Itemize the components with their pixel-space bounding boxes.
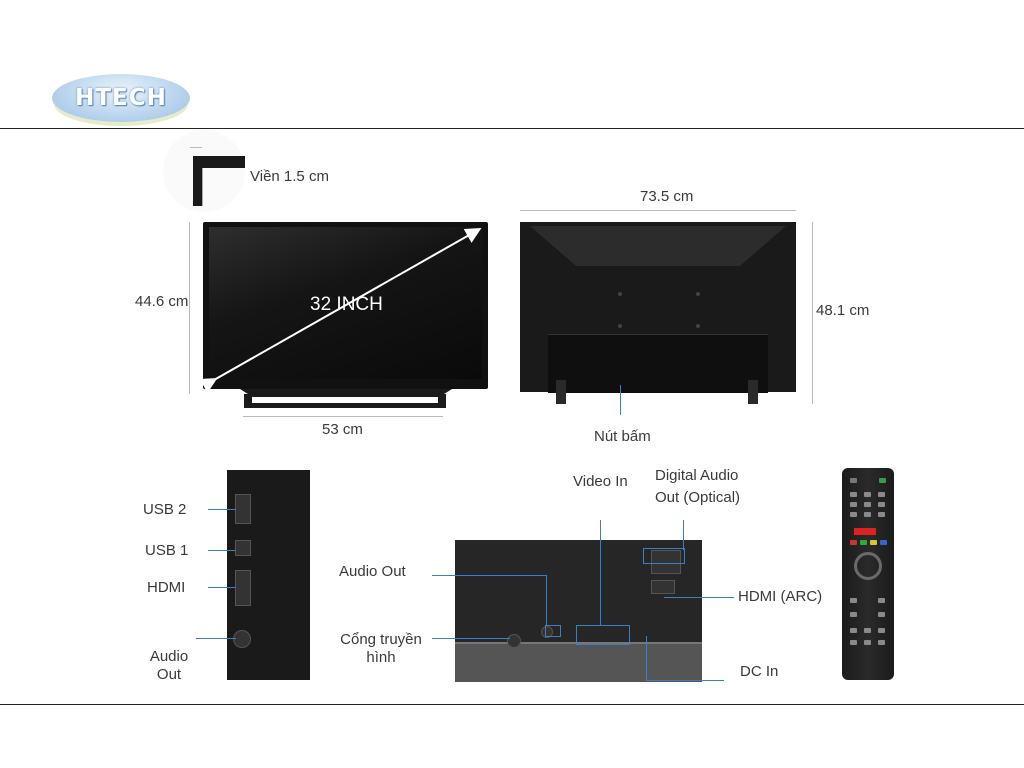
usb1-label: USB 1 (145, 542, 189, 559)
back-stand-left (556, 380, 566, 404)
tv-stand-base (248, 403, 446, 408)
mount-hole (618, 324, 622, 328)
mount-hole (696, 292, 700, 296)
video-in-highlight (576, 625, 630, 645)
remote-color-button (860, 540, 867, 545)
usb1-port (235, 540, 251, 556)
remote-button (850, 478, 857, 483)
digital-audio-label-2: Out (Optical) (655, 489, 741, 506)
tv-stand-top (240, 389, 452, 397)
remote-button (850, 640, 857, 645)
audio-out-side-label-1: Audio (149, 648, 189, 665)
remote-button (864, 512, 871, 517)
remote-button (878, 628, 885, 633)
bezel-label: Viền 1.5 cm (250, 168, 329, 185)
antenna-callout (432, 638, 510, 639)
remote-dpad (854, 552, 882, 580)
bezel-corner (193, 156, 245, 206)
audio-out-highlight (545, 625, 561, 637)
remote-button (878, 512, 885, 517)
remote-button (850, 612, 857, 617)
back-stand-right (748, 380, 758, 404)
remote-control-image (842, 468, 894, 680)
hdmi-callout (208, 587, 236, 588)
usb2-port (235, 494, 251, 524)
video-in-label: Video In (573, 473, 628, 490)
antenna-port (507, 634, 521, 648)
remote-button (864, 640, 871, 645)
tv-back-image (520, 222, 796, 393)
antenna-label-2: hình (366, 649, 396, 666)
back-width-label: 73.5 cm (640, 188, 694, 205)
bottom-label-strip (455, 642, 702, 682)
button-label: Nút bấm (594, 428, 651, 445)
front-height-line (189, 222, 190, 394)
audio-out-bottom-label: Audio Out (339, 563, 406, 580)
remote-button (850, 598, 857, 603)
audio-jack (233, 630, 251, 648)
mount-hole (618, 292, 622, 296)
bezel-dim-line (190, 147, 202, 148)
back-connector-panel (548, 334, 768, 393)
remote-button (878, 612, 885, 617)
back-width-line (520, 210, 796, 211)
remote-button (850, 512, 857, 517)
hdmi-arc-label: HDMI (ARC) (738, 588, 823, 605)
video-in-callout (600, 520, 601, 625)
remote-button (864, 628, 871, 633)
optical-port (651, 550, 681, 574)
usb2-callout (208, 509, 236, 510)
remote-button (878, 598, 885, 603)
antenna-label-1: Cổng truyền (340, 631, 422, 648)
back-height-line (812, 222, 813, 404)
dc-in-label: DC In (740, 663, 779, 680)
tv-stand-left (244, 394, 252, 408)
diagonal-arrow (200, 228, 482, 390)
back-cover (530, 226, 786, 266)
netflix-button (854, 528, 876, 535)
audio-out-side-callout (196, 638, 236, 639)
hdmi-arc-callout (664, 597, 734, 598)
diagonal-label: 32 INCH (310, 294, 383, 315)
remote-color-button (870, 540, 877, 545)
back-height-label: 48.1 cm (816, 302, 870, 319)
bezel-inset-image (163, 130, 245, 212)
remote-color-button (880, 540, 887, 545)
remote-button (850, 502, 857, 507)
hdmi-label: HDMI (147, 579, 186, 596)
remote-button (878, 492, 885, 497)
remote-color-button (850, 540, 857, 545)
remote-button (864, 492, 871, 497)
digital-audio-label-1: Digital Audio (655, 467, 739, 484)
usb2-label: USB 2 (143, 501, 187, 518)
usb1-callout (208, 550, 236, 551)
remote-power-button (879, 478, 886, 483)
remote-button (864, 502, 871, 507)
button-callout-line (620, 385, 621, 415)
tv-stand-right (438, 394, 446, 408)
htech-logo: HTECH (52, 74, 190, 122)
audio-out-bottom-callout-v (546, 575, 547, 625)
hdmi-arc-port (651, 580, 675, 594)
stand-width-label: 53 cm (322, 421, 363, 438)
audio-out-bottom-callout-h (432, 575, 546, 576)
audio-out-side-label-2: Out (156, 666, 182, 683)
stand-width-line (243, 416, 443, 417)
audio-out-port (541, 626, 553, 638)
dc-in-callout-h (646, 680, 724, 681)
optical-highlight (643, 548, 685, 564)
digital-audio-callout (683, 520, 684, 550)
side-ports-image (227, 470, 310, 680)
top-divider (0, 128, 1024, 129)
logo-text: HTECH (75, 85, 167, 111)
remote-button (878, 640, 885, 645)
front-height-label: 44.6 cm (135, 293, 189, 310)
remote-button (878, 502, 885, 507)
dc-in-callout-v (646, 636, 647, 680)
remote-button (850, 628, 857, 633)
hdmi-port (235, 570, 251, 606)
mount-hole (696, 324, 700, 328)
bottom-divider (0, 704, 1024, 705)
remote-button (850, 492, 857, 497)
